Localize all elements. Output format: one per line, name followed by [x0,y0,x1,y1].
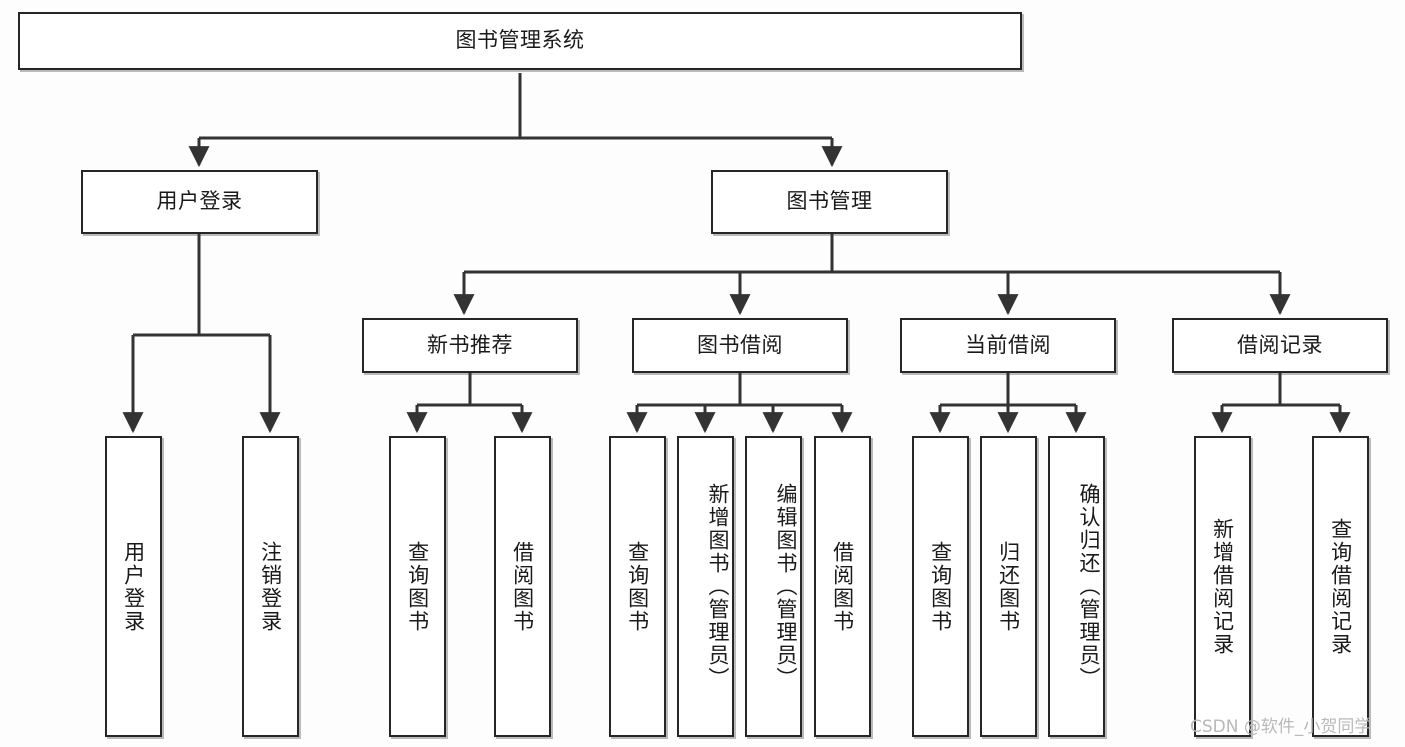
leaf-user-login-login[interactable]: 用户登录 [105,436,162,737]
node-label: 当前借阅 [965,332,1051,357]
node-label: 查询借阅记录 [1328,517,1353,656]
leaf-book-borrow-add-book-admin[interactable]: 新增图书（管理员） [677,436,734,737]
node-label: 新书推荐 [427,332,513,357]
node-label: 图书管理 [786,189,873,214]
node-label: 图书借阅 [697,332,783,357]
node-label: 归还图书 [996,540,1021,633]
leaf-borrow-record-add-record[interactable]: 新增借阅记录 [1194,436,1251,737]
node-book-management[interactable]: 图书管理 [711,170,948,234]
leaf-user-login-logout[interactable]: 注销登录 [242,436,299,737]
node-label: 用户登录 [121,540,146,633]
node-borrow-record[interactable]: 借阅记录 [1172,318,1388,373]
node-label: 查询图书 [625,540,650,633]
node-label: 确认归还（管理员） [1077,483,1101,690]
node-book-borrow[interactable]: 图书借阅 [632,318,848,373]
node-new-book-recommend[interactable]: 新书推荐 [362,318,578,373]
leaf-current-borrow-query-book[interactable]: 查询图书 [912,436,969,737]
node-label: 查询图书 [405,540,430,633]
node-label: 借阅图书 [510,540,535,633]
node-user-login[interactable]: 用户登录 [81,170,318,234]
node-current-borrow[interactable]: 当前借阅 [900,318,1116,373]
leaf-book-borrow-edit-book-admin[interactable]: 编辑图书（管理员） [745,436,802,737]
leaf-new-book-query-book[interactable]: 查询图书 [389,436,446,737]
node-label: 新增图书（管理员） [706,483,730,690]
leaf-borrow-record-query-record[interactable]: 查询借阅记录 [1312,436,1369,737]
leaf-new-book-borrow-book[interactable]: 借阅图书 [494,436,551,737]
node-label: 新增借阅记录 [1210,517,1235,656]
leaf-book-borrow-query-book[interactable]: 查询图书 [609,436,666,737]
leaf-current-borrow-return-book[interactable]: 归还图书 [980,436,1037,737]
node-root-book-management-system[interactable]: 图书管理系统 [18,12,1022,70]
node-label: 编辑图书（管理员） [774,483,798,690]
node-label: 查询图书 [928,540,953,633]
node-label: 图书管理系统 [455,28,585,53]
node-label: 用户登录 [156,189,243,214]
node-label: 借阅图书 [830,540,855,633]
leaf-current-borrow-confirm-return-admin[interactable]: 确认归还（管理员） [1048,436,1105,737]
leaf-book-borrow-borrow-book[interactable]: 借阅图书 [814,436,871,737]
node-label: 注销登录 [258,540,283,633]
node-label: 借阅记录 [1237,332,1323,357]
